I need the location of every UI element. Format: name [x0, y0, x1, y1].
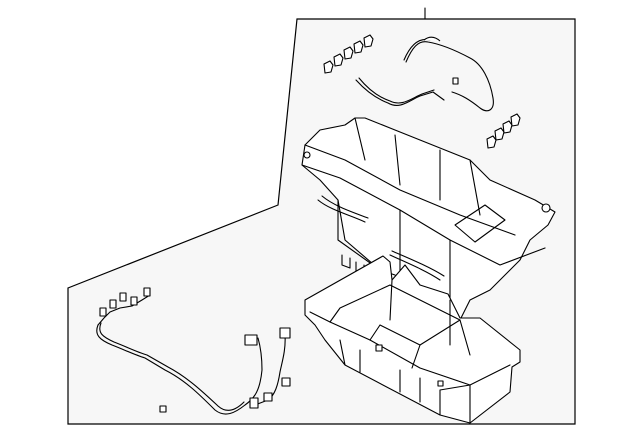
wiring-harness-upper	[355, 36, 494, 112]
wiring-harness-lower	[96, 287, 291, 415]
battery-tray-frame	[301, 117, 556, 321]
clip-set-upper	[323, 34, 374, 74]
battery-tray	[304, 255, 521, 424]
clip-set-right	[486, 113, 521, 149]
